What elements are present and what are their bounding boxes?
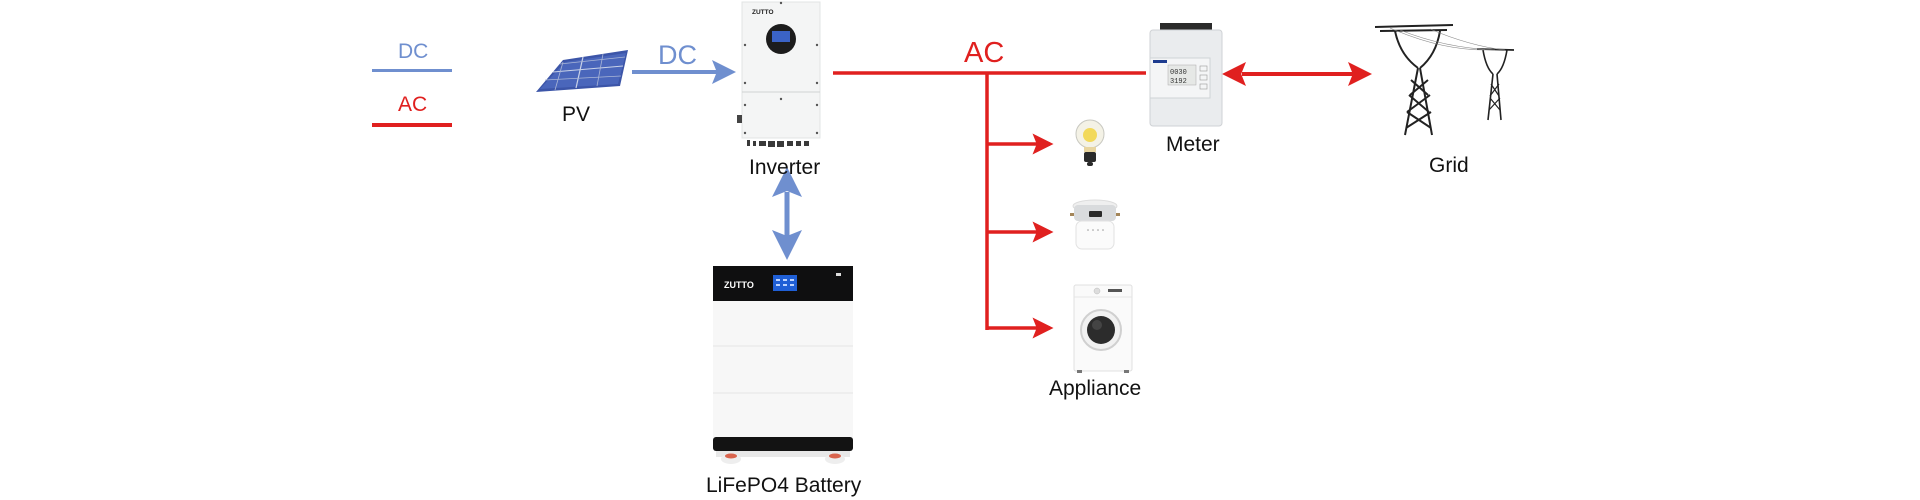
inverter-icon: ZUTTO xyxy=(737,1,821,147)
ac-flow-label: AC xyxy=(964,37,1005,69)
meter-label: Meter xyxy=(1166,133,1220,156)
battery-icon: ZUTTO xyxy=(713,266,853,464)
inverter-brand: ZUTTO xyxy=(752,9,774,16)
inverter-label: Inverter xyxy=(749,156,821,179)
pv-label: PV xyxy=(562,103,591,126)
svg-text:0030: 0030 xyxy=(1170,69,1187,77)
legend-dc-line xyxy=(372,69,452,72)
appliance-label: Appliance xyxy=(1049,377,1142,400)
washing-machine-icon xyxy=(1073,284,1133,373)
battery-brand: ZUTTO xyxy=(724,280,754,290)
legend-ac-label: AC xyxy=(398,93,428,116)
grid-label: Grid xyxy=(1429,154,1469,177)
legend-dc-label: DC xyxy=(398,40,429,63)
meter-icon: 0030 3192 xyxy=(1149,23,1223,127)
light-bulb-icon xyxy=(1075,119,1105,166)
solar-panel-icon xyxy=(536,50,628,92)
dc-flow-label: DC xyxy=(658,40,697,70)
battery-label: LiFePO4 Battery xyxy=(706,474,862,497)
rice-cooker-icon xyxy=(1070,199,1120,250)
power-tower-icon xyxy=(1374,24,1515,136)
legend-ac-line xyxy=(372,123,452,127)
svg-text:3192: 3192 xyxy=(1170,78,1187,86)
